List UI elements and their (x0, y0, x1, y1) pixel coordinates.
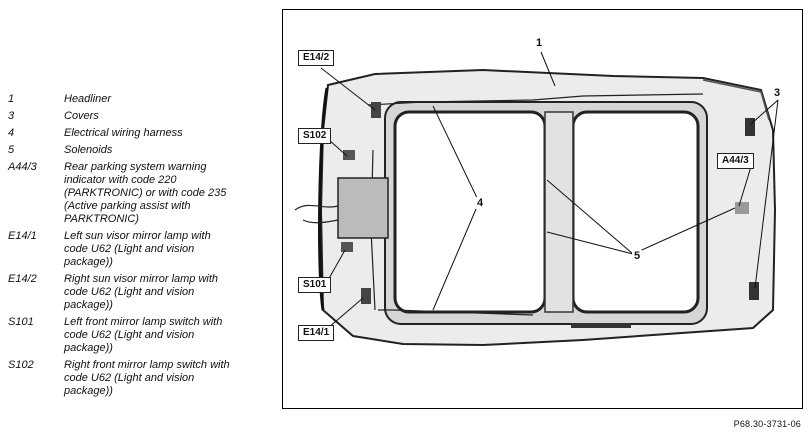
legend-code: S101 (8, 316, 34, 328)
cover-lower (749, 282, 759, 300)
s101-switch (341, 242, 353, 252)
legend-item: E14/2 Right sun visor mirror lamp with co… (8, 273, 270, 312)
legend-code: 3 (8, 110, 15, 122)
legend-desc: Right sun visor mirror lamp with code U6… (64, 273, 219, 311)
callout-e14-1: E14/1 (298, 325, 335, 341)
legend-code: 5 (8, 144, 15, 156)
callout-1: 1 (534, 37, 545, 49)
legend-desc: Rear parking system warning indicator wi… (64, 161, 227, 225)
legend-desc: Covers (64, 110, 99, 122)
legend-desc: Solenoids (64, 144, 113, 156)
legend-desc: Right front mirror lamp switch with code… (64, 359, 230, 397)
legend-item: 4 Electrical wiring harness (8, 127, 270, 140)
sunroof-opening-front (393, 110, 547, 314)
callout-5: 5 (632, 250, 643, 262)
sunroof-opening-rear (571, 110, 700, 314)
headliner-drawing (294, 51, 779, 347)
a44-3-indicator (735, 202, 749, 214)
center-crossbar (544, 111, 574, 313)
callout-s102: S102 (298, 128, 332, 144)
e14-2-lamp (371, 102, 381, 118)
legend-desc: Headliner (64, 93, 112, 105)
legend-code: E14/1 (8, 230, 37, 242)
callout-a44-3: A44/3 (717, 153, 754, 169)
legend-desc: Left sun visor mirror lamp with code U62… (64, 230, 211, 268)
legend-item: S102 Right front mirror lamp switch with … (8, 359, 270, 398)
legend-code: 1 (8, 93, 15, 105)
legend-desc: Electrical wiring harness (64, 127, 183, 139)
legend-item: 3 Covers (8, 110, 270, 123)
legend-item: 1 Headliner (8, 93, 270, 106)
legend-code: 4 (8, 127, 15, 139)
legend-item: A44/3 Rear parking system warning indicat… (8, 161, 270, 226)
module-cable (294, 204, 339, 224)
leader-lines (320, 51, 779, 329)
legend-item: S101 Left front mirror lamp switch with c… (8, 316, 270, 355)
legend-desc: Left front mirror lamp switch with code … (64, 316, 223, 354)
callout-s101: S101 (298, 277, 332, 293)
rear-light-strip (571, 323, 631, 328)
legend-code: E14/2 (8, 273, 37, 285)
headliner-figure: E14/2 S102 S101 E14/1 A44/3 1 3 4 5 (282, 9, 803, 409)
control-module (337, 177, 389, 239)
legend-item: E14/1 Left sun visor mirror lamp with cod… (8, 230, 270, 269)
s102-switch (343, 150, 355, 160)
figure-code: P68.30-3731-06 (733, 419, 801, 429)
legend-item: 5 Solenoids (8, 144, 270, 157)
callout-e14-2: E14/2 (298, 50, 335, 66)
e14-1-lamp (361, 288, 371, 304)
legend-code: A44/3 (8, 161, 37, 173)
legend: 1 Headliner 3 Covers 4 Electrical wiring ha… (8, 93, 270, 402)
callout-4: 4 (475, 197, 486, 209)
callout-3: 3 (772, 87, 783, 99)
legend-code: S102 (8, 359, 34, 371)
cover-upper (745, 118, 755, 136)
